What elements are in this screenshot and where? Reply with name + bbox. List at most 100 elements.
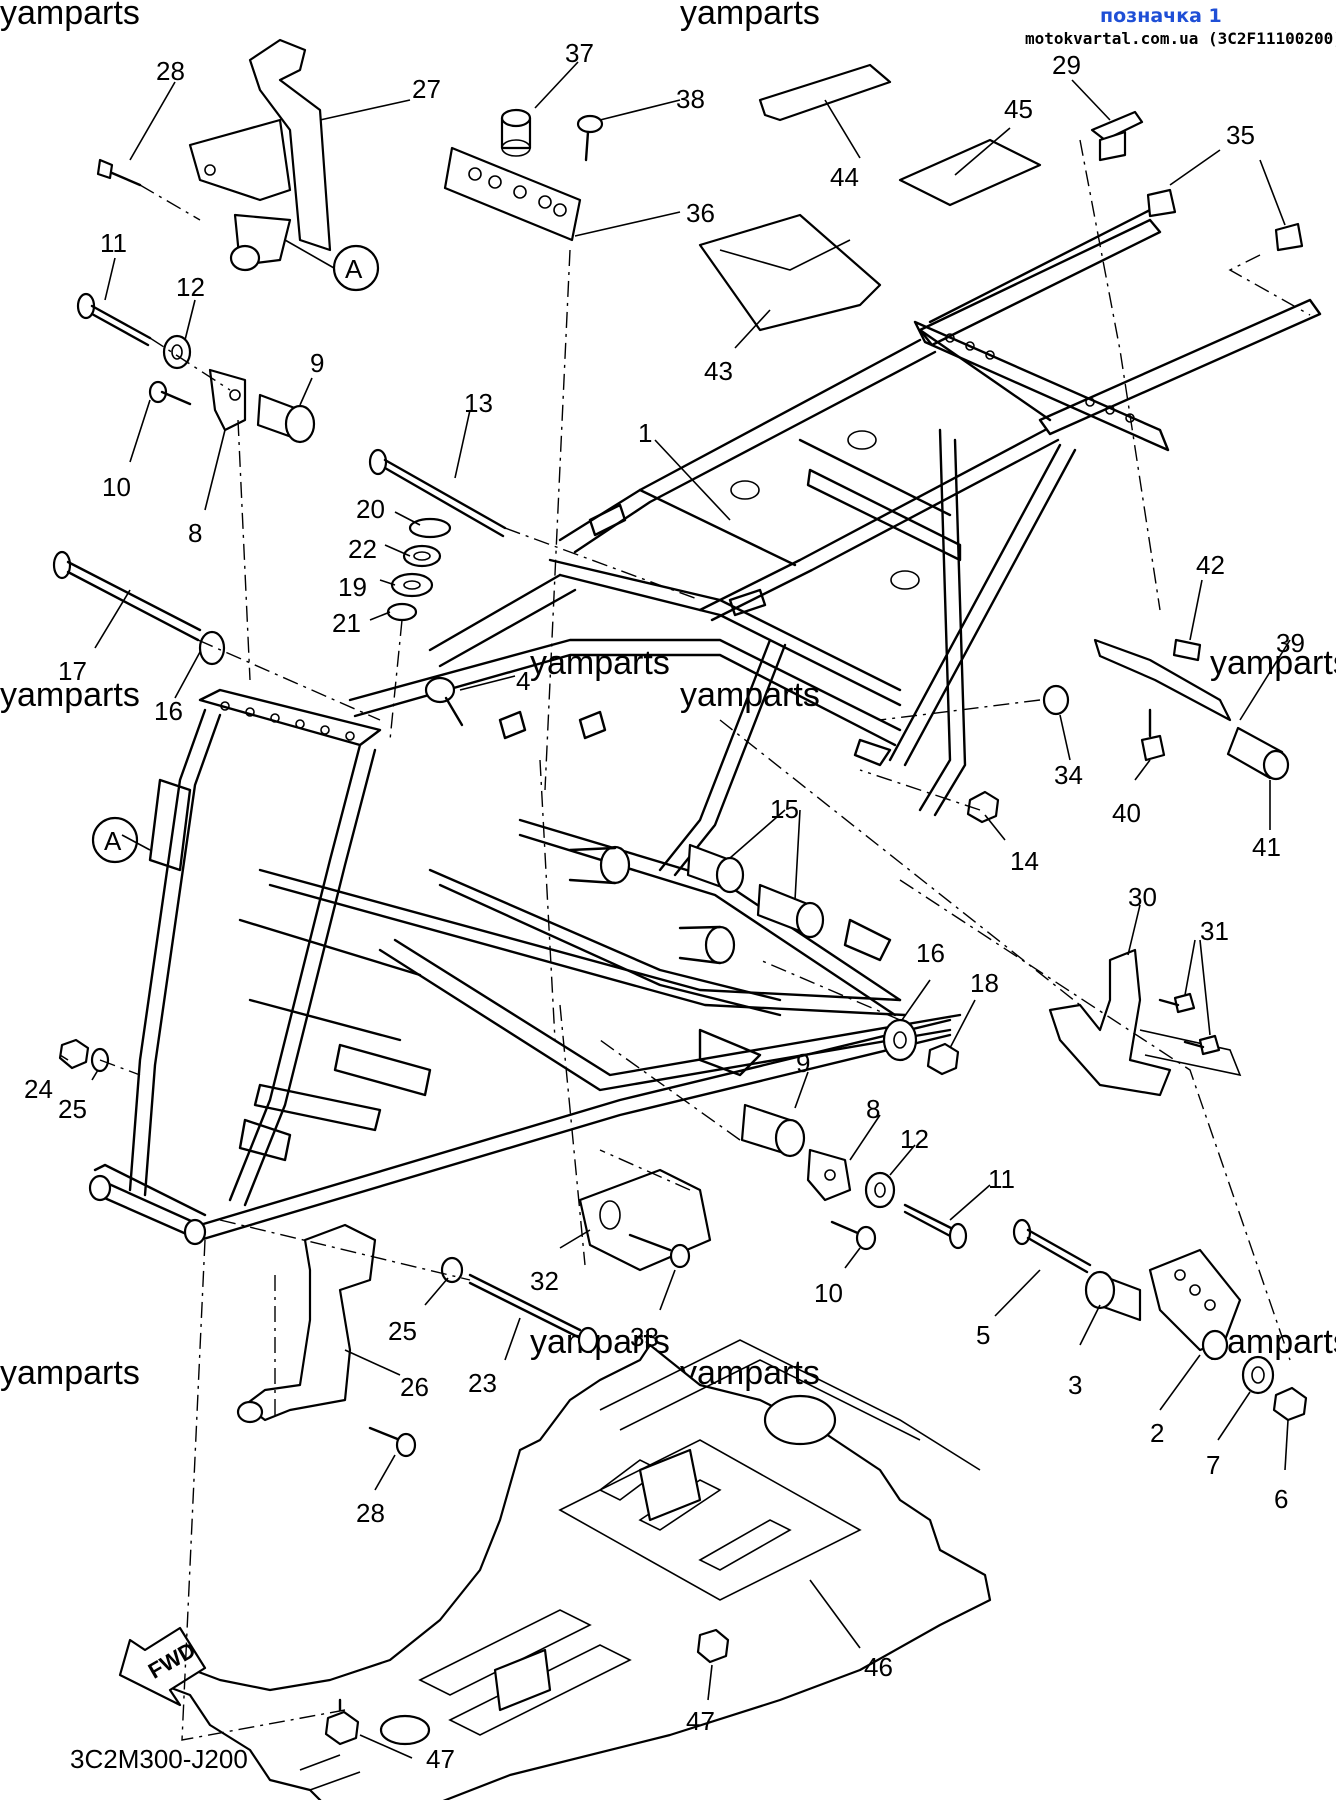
bolt-4: [424, 676, 464, 727]
callout: 27: [412, 74, 441, 104]
callout: 26: [400, 1372, 429, 1402]
callout-numbers: 28 27 37 38 29 4 5 35 44 36 11 12 43 9 10…: [24, 38, 1305, 1774]
callout: 11: [100, 228, 127, 258]
collar-41: [1226, 726, 1290, 781]
footrest-26: [236, 1223, 377, 1424]
screw-38: [576, 114, 604, 162]
bracket-8-upper: [208, 368, 247, 432]
bolt-13: [368, 448, 507, 538]
callout: 12: [176, 272, 205, 302]
callout: 40: [1112, 798, 1141, 828]
nut-14: [966, 790, 1000, 824]
watermark: yamparts: [1210, 1323, 1336, 1361]
callout: 28: [156, 56, 185, 86]
washer-16-upper: [198, 630, 226, 666]
callout: 46: [864, 1652, 893, 1682]
bolt-40: [1140, 708, 1166, 762]
callout: 16: [916, 938, 945, 968]
callout: 17: [58, 656, 87, 686]
washer-16-lower: [882, 1018, 918, 1062]
callout: 36: [686, 198, 715, 228]
callout: 43: [704, 356, 733, 386]
bolt-33: [628, 1233, 691, 1269]
callout: 9: [796, 1048, 810, 1078]
callout: 32: [530, 1266, 559, 1296]
callout: 15: [770, 794, 799, 824]
watermarks: yamparts yamparts yamparts yamparts yamp…: [0, 0, 1336, 1392]
bushing-3: [1084, 1270, 1142, 1322]
clip-42: [1172, 638, 1202, 662]
callout: 30: [1128, 882, 1157, 912]
watermark: yamparts: [0, 676, 140, 714]
callout: 35: [1226, 120, 1255, 150]
callout: 10: [814, 1278, 843, 1308]
callout: 10: [102, 472, 131, 502]
callout: 47: [686, 1706, 715, 1736]
bushing-9-lower: [740, 1103, 806, 1158]
callout: 39: [1276, 628, 1305, 658]
callout: 5: [976, 1320, 990, 1350]
callout: 33: [630, 1322, 659, 1352]
bolt-10-lower: [830, 1220, 877, 1251]
footrest-30: [1048, 948, 1242, 1097]
bolt-23: [468, 1273, 599, 1354]
bolt-11-lower: [903, 1203, 968, 1250]
plate-36: [443, 146, 582, 242]
callout: 16: [154, 696, 183, 726]
bolt-5: [1012, 1218, 1092, 1274]
bracket-2: [1148, 1248, 1242, 1361]
clip-29: [1090, 110, 1144, 162]
callout: 44: [830, 162, 859, 192]
bracket-32: [578, 1168, 712, 1272]
watermark: yamparts: [1210, 644, 1336, 682]
washer-25-lower: [440, 1256, 464, 1284]
marker-a-left: A: [91, 816, 139, 864]
bushing-9-upper: [256, 393, 316, 444]
leader-lines: [59, 61, 1291, 1759]
callout: 22: [348, 534, 377, 564]
assembly-center-lines: [99, 139, 1311, 1741]
callout: 47: [426, 1744, 455, 1774]
callout: 21: [332, 608, 361, 638]
callout: 41: [1252, 832, 1281, 862]
washer-24-nut: [58, 1038, 90, 1070]
marker-a-top: A: [332, 244, 380, 292]
header-link[interactable]: позначка 1: [1100, 5, 1222, 27]
nut-6: [1272, 1386, 1308, 1422]
bolt-47-upper: [696, 1628, 730, 1664]
callout: 38: [676, 84, 705, 114]
bolt-47-lower: [324, 1698, 360, 1746]
watermark: yamparts: [0, 1354, 140, 1392]
washers-20-22-19-21: [386, 517, 452, 622]
collar-7: [1241, 1355, 1275, 1395]
callout: 9: [310, 348, 324, 378]
watermark: yamparts: [0, 0, 140, 32]
bolt-17: [52, 550, 202, 642]
main-frame: [88, 208, 1322, 1246]
callout: 12: [900, 1124, 929, 1154]
footrest-bracket-upper: [188, 38, 332, 272]
callout: 24: [24, 1074, 53, 1104]
callout: 6: [1274, 1484, 1288, 1514]
callout: 4: [516, 666, 530, 696]
callout: 28: [356, 1498, 385, 1528]
bracket-8-lower: [806, 1148, 852, 1202]
watermark: yamparts: [680, 0, 820, 32]
diagram-code: 3C2M300-J200: [70, 1744, 248, 1774]
watermark: yamparts: [530, 644, 670, 682]
collar-12-upper: [162, 334, 192, 370]
bolts-31: [1158, 992, 1221, 1056]
bolt-28-lower: [368, 1426, 417, 1458]
callout: 42: [1196, 550, 1225, 580]
callout: 29: [1052, 50, 1081, 80]
header-source: motokvartal.com.ua (3C2F11100200): [1025, 29, 1336, 48]
callout: 34: [1054, 760, 1083, 790]
bushings-15: [686, 843, 825, 939]
bolt-11-upper: [76, 292, 152, 347]
collar-12-lower: [864, 1171, 896, 1209]
callout: 37: [565, 38, 594, 68]
callout: 1: [638, 418, 652, 448]
callout: 23: [468, 1368, 497, 1398]
